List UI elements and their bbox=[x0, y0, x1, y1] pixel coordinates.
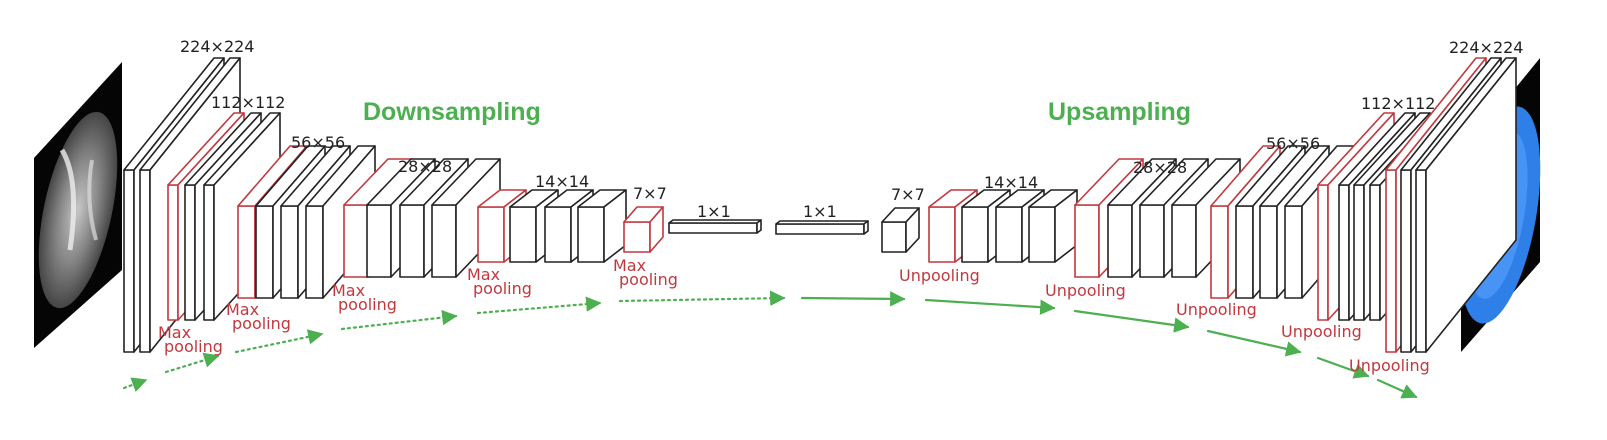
pooling-word: pooling bbox=[473, 279, 532, 298]
dim-label-112: 112×112 bbox=[211, 93, 285, 112]
unpooling-label-5: Unpooling bbox=[1349, 356, 1430, 375]
dim-label-28-decoder: 28×28 bbox=[1133, 158, 1187, 177]
max-pooling-label-1: Max pooling bbox=[158, 323, 223, 356]
encoder-stage-5-conv-layer-3 bbox=[578, 190, 626, 262]
unpooling-label-4: Unpooling bbox=[1281, 322, 1362, 341]
downsampling-arrow-2 bbox=[166, 356, 218, 372]
dim-label-14-decoder: 14×14 bbox=[984, 173, 1038, 192]
upsampling-arrow-3 bbox=[1075, 311, 1188, 327]
dim-label-56: 56×56 bbox=[291, 133, 345, 152]
dim-label-1-decoder: 1×1 bbox=[803, 202, 837, 221]
pooling-word: pooling bbox=[338, 295, 397, 314]
upsampling-arrow-6 bbox=[1378, 380, 1416, 397]
pooling-word: pooling bbox=[164, 337, 223, 356]
dim-label-224-decoder: 224×224 bbox=[1449, 38, 1523, 57]
downsampling-arrow-1 bbox=[124, 380, 146, 388]
max-pooling-label-2: Max pooling bbox=[226, 300, 291, 333]
unpooling-label-3: Unpooling bbox=[1176, 300, 1257, 319]
max-pooling-label-3: Max pooling bbox=[332, 281, 397, 314]
downsampling-arrow-4 bbox=[342, 316, 456, 329]
dim-label-224: 224×224 bbox=[180, 37, 254, 56]
upsampling-title: Upsampling bbox=[1048, 98, 1191, 126]
input-mri-image bbox=[24, 62, 132, 348]
pooling-word: pooling bbox=[619, 270, 678, 289]
decoder-fc-layer bbox=[776, 221, 868, 234]
dim-label-112-decoder: 112×112 bbox=[1361, 94, 1435, 113]
decoder-stage-2-conv-layer-3 bbox=[1029, 190, 1077, 262]
dim-label-14: 14×14 bbox=[535, 172, 589, 191]
encoder-stage-6-pool-layer bbox=[624, 207, 663, 252]
upsampling-arrow-2 bbox=[926, 300, 1054, 308]
unpooling-label-2: Unpooling bbox=[1045, 281, 1126, 300]
dim-label-28: 28×28 bbox=[398, 157, 452, 176]
dim-label-56-decoder: 56×56 bbox=[1266, 134, 1320, 153]
downsampling-arrow-5 bbox=[478, 303, 600, 313]
encoder-fc-layer bbox=[669, 220, 761, 233]
unpooling-label-1: Unpooling bbox=[899, 266, 980, 285]
dim-label-1-encoder: 1×1 bbox=[697, 202, 731, 221]
downsampling-arrow-6 bbox=[620, 298, 784, 301]
max-pooling-label-5: Max pooling bbox=[613, 256, 678, 289]
decoder-stage-1-conv-layer-0 bbox=[882, 208, 919, 252]
dim-label-7: 7×7 bbox=[633, 184, 667, 203]
upsampling-arrow-1 bbox=[802, 298, 904, 299]
downsampling-title: Downsampling bbox=[363, 98, 541, 126]
pooling-word: pooling bbox=[232, 314, 291, 333]
downsampling-arrow-3 bbox=[236, 334, 322, 352]
max-pooling-label-4: Max pooling bbox=[467, 265, 532, 298]
dim-label-7-decoder: 7×7 bbox=[891, 185, 925, 204]
